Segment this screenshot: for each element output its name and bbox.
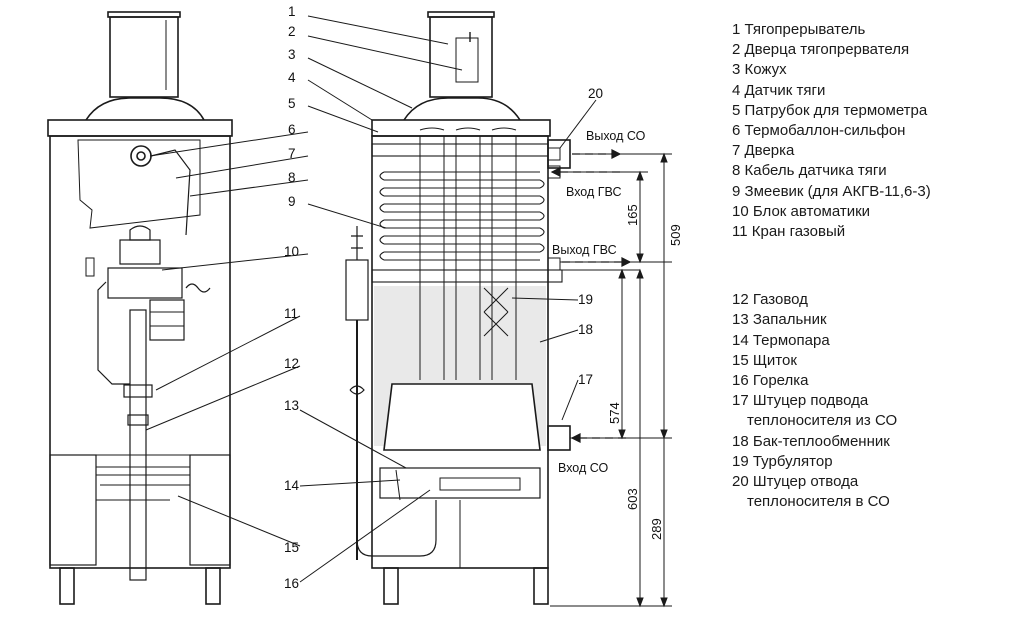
dim-603: 603 — [625, 488, 640, 510]
legend-item-continuation: теплоносителя в СО — [747, 493, 890, 511]
legend-item: 2 Дверца тягопрервателя — [732, 41, 910, 59]
label-in-gvs: Вход ГВС — [566, 185, 621, 199]
callout-6: 6 — [288, 122, 296, 137]
callout-16: 16 — [284, 576, 299, 591]
flow-label-group: Выход СО Вход ГВС Выход ГВС Вход СО — [552, 129, 646, 475]
legend-item: 12 Газовод — [732, 291, 808, 309]
legend-item: 8 Кабель датчика тяги — [732, 162, 887, 180]
legend-item: 18 Бак-теплообменник — [732, 432, 890, 450]
legend-item: 13 Запальник — [732, 311, 827, 329]
callout-9: 9 — [288, 194, 296, 209]
label-out-co: Выход СО — [586, 129, 646, 143]
callout-5: 5 — [288, 96, 296, 111]
legend-item: 9 Змеевик (для АКГВ-11,6-3) — [732, 182, 931, 200]
legend-item: 10 Блок автоматики — [732, 202, 871, 220]
dim-574: 574 — [607, 402, 622, 424]
callout-17: 17 — [578, 372, 593, 387]
label-out-gvs: Выход ГВС — [552, 243, 617, 257]
legend-item: 1 Тягопрерыватель — [732, 21, 866, 38]
callout-2: 2 — [288, 24, 296, 39]
legend-item: 7 Дверка — [732, 142, 795, 160]
callout-14: 14 — [284, 478, 300, 493]
callout-1: 1 — [288, 4, 296, 19]
callout-19: 19 — [578, 292, 593, 307]
legend-item: 4 Датчик тяги — [732, 81, 826, 99]
callout-3: 3 — [288, 47, 296, 62]
legend-group-2: 12 Газовод 13 Запальник 14 Термопара 15 … — [732, 290, 931, 512]
left-view — [47, 11, 233, 605]
legend-item: 20 Штуцер отвода — [732, 473, 859, 491]
label-in-co: Вход СО — [558, 461, 609, 475]
callout-15: 15 — [284, 540, 299, 555]
callout-10: 10 — [284, 244, 299, 259]
dimension-values: 509 165 574 603 289 — [607, 204, 683, 540]
callout-18: 18 — [578, 322, 593, 337]
dim-165: 165 — [625, 204, 640, 226]
right-view — [345, 11, 571, 605]
legend-item: 6 Термобаллон-сильфон — [732, 122, 906, 140]
dim-509: 509 — [668, 224, 683, 246]
callout-11: 11 — [284, 306, 298, 321]
legend-item: 11 Кран газовый — [732, 223, 846, 241]
callout-20: 20 — [588, 86, 603, 101]
legend-item-continuation: теплоносителя из СО — [747, 412, 898, 430]
legend-item: 17 Штуцер подвода — [732, 392, 869, 410]
legend-item: 3 Кожух — [732, 61, 787, 79]
legend-item: 14 Термопара — [732, 331, 830, 349]
legend-item: 19 Турбулятор — [732, 452, 833, 470]
legend-item: 5 Патрубок для термометра — [732, 101, 928, 119]
callout-numbers: 1 2 3 4 5 6 7 8 9 10 11 12 13 14 15 16 1… — [284, 4, 603, 591]
legend-group-1: 1 Тягопрерыватель 2 Дверца тягопрервател… — [732, 20, 931, 242]
leader-lines — [145, 15, 597, 583]
dimension-lines — [550, 152, 672, 608]
legend-item: 16 Горелка — [732, 372, 809, 390]
callout-12: 12 — [284, 356, 299, 371]
callout-7: 7 — [288, 146, 296, 161]
callout-13: 13 — [284, 398, 299, 413]
callout-4: 4 — [288, 70, 296, 85]
callout-8: 8 — [288, 170, 296, 185]
legend: 1 Тягопрерыватель 2 Дверца тягопрервател… — [732, 20, 931, 512]
legend-item: 15 Щиток — [732, 351, 797, 369]
dim-289: 289 — [649, 518, 664, 540]
